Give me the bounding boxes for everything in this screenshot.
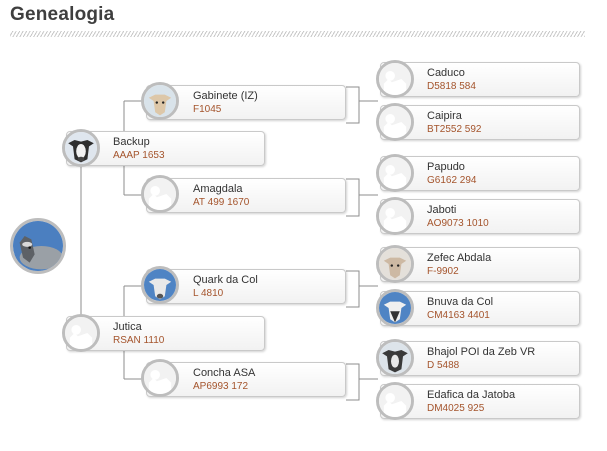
placeholder-silhouette-icon[interactable] xyxy=(376,103,414,141)
animal-registration: F1045 xyxy=(193,104,222,115)
animal-registration: AO9073 1010 xyxy=(427,218,489,229)
animal-name: Quark da Col xyxy=(193,274,258,286)
animal-name: Concha ASA xyxy=(193,367,256,379)
placeholder-silhouette-icon[interactable] xyxy=(141,359,179,397)
animal-registration: D 5488 xyxy=(427,360,460,371)
animal-name: Bhajol POI da Zeb VR xyxy=(427,346,536,358)
animal-registration: L 4810 xyxy=(193,288,224,299)
parent-card-backup[interactable]: Backup AAAP 1653 xyxy=(66,131,265,166)
animal-registration: CM4163 4401 xyxy=(427,310,490,321)
animal-registration: BT2552 592 xyxy=(427,124,482,135)
animal-photo[interactable] xyxy=(141,82,179,120)
animal-registration: RSAN 1110 xyxy=(113,335,165,346)
grandparent-card[interactable]: Concha ASA AP6993 172 xyxy=(146,362,346,397)
placeholder-silhouette-icon[interactable] xyxy=(62,314,100,352)
animal-registration: G6162 294 xyxy=(427,175,477,186)
root-animal-photo[interactable] xyxy=(10,218,66,274)
placeholder-silhouette-icon[interactable] xyxy=(376,197,414,235)
animal-photo[interactable] xyxy=(376,245,414,283)
animal-name: Jutica xyxy=(113,321,142,333)
placeholder-silhouette-icon[interactable] xyxy=(141,175,179,213)
animal-name: Backup xyxy=(113,136,150,148)
animal-name: Jaboti xyxy=(427,204,457,216)
animal-registration: AAAP 1653 xyxy=(113,150,165,161)
animal-name: Caduco xyxy=(427,67,465,79)
animal-photo[interactable] xyxy=(62,129,100,167)
animal-name: Gabinete (IZ) xyxy=(193,90,258,102)
animal-name: Bnuva da Col xyxy=(427,296,494,308)
animal-photo[interactable] xyxy=(376,289,414,327)
animal-photo[interactable] xyxy=(141,266,179,304)
animal-registration: DM4025 925 xyxy=(427,403,485,414)
animal-registration: D5818 584 xyxy=(427,81,476,92)
animal-name: Zefec Abdala xyxy=(427,252,492,264)
placeholder-silhouette-icon[interactable] xyxy=(376,154,414,192)
title-underline xyxy=(10,31,585,37)
animal-name: Amagdala xyxy=(193,183,243,195)
placeholder-silhouette-icon[interactable] xyxy=(376,382,414,420)
grandparent-card[interactable]: Amagdala AT 499 1670 xyxy=(146,178,346,213)
animal-registration: F-9902 xyxy=(427,266,459,277)
animal-name: Edafica da Jatoba xyxy=(427,389,516,401)
animal-photo[interactable] xyxy=(376,339,414,377)
animal-name: Caipira xyxy=(427,110,462,122)
grandparent-card[interactable]: Quark da Col L 4810 xyxy=(146,269,346,304)
animal-registration: AP6993 172 xyxy=(193,381,249,392)
animal-registration: AT 499 1670 xyxy=(193,197,250,208)
grandparent-card[interactable]: Gabinete (IZ) F1045 xyxy=(146,85,346,120)
animal-name: Papudo xyxy=(427,161,465,173)
placeholder-silhouette-icon[interactable] xyxy=(376,60,414,98)
page-title: Genealogia xyxy=(10,4,115,25)
